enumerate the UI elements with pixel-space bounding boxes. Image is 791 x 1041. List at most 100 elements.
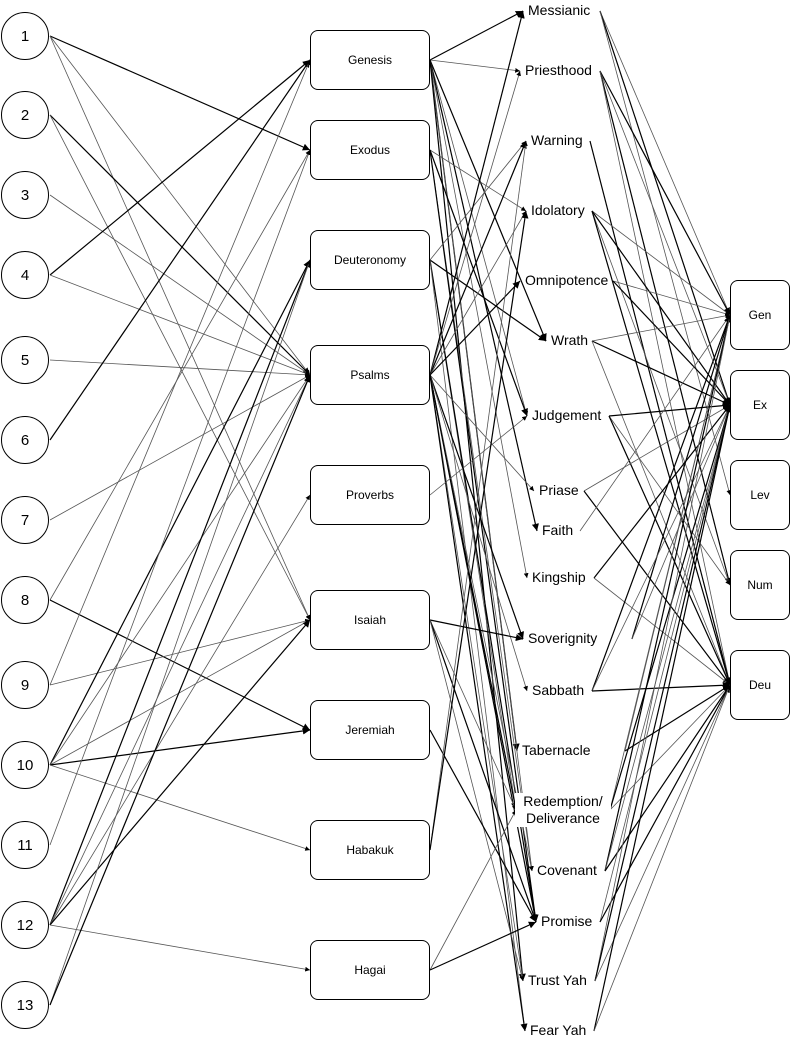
theme-label-sabbath[interactable]: Sabbath (532, 682, 585, 699)
edge-number-1-to-book-4 (49, 35, 311, 376)
edge-number-10-to-book-7 (49, 727, 311, 766)
edge-theme-5-to-target-2 (612, 280, 731, 406)
edge-theme-1-to-target-1 (599, 10, 731, 316)
edge-book-1-to-theme-6 (429, 59, 547, 342)
theme-label-priesthood[interactable]: Priesthood (525, 62, 592, 79)
edge-number-5-to-book-4 (49, 359, 311, 378)
edge-book-4-to-theme-8 (429, 374, 535, 492)
edge-theme-16-to-target-5 (599, 684, 731, 923)
edge-theme-12-to-target-1 (591, 314, 731, 692)
number-node-10[interactable]: 10 (1, 741, 49, 789)
theme-label-covenant[interactable]: Covenant (537, 862, 597, 879)
theme-label-judgement[interactable]: Judgement (532, 407, 602, 424)
edge-number-12-to-book-4 (49, 374, 311, 926)
edge-theme-18-to-target-2 (593, 404, 732, 1032)
edge-theme-2-to-target-5 (599, 70, 732, 686)
edge-book-1-to-theme-1 (429, 10, 524, 61)
target-node-lev[interactable]: Lev (730, 460, 790, 530)
edge-number-9-to-book-1 (49, 59, 311, 686)
theme-label-faith[interactable]: Faith (542, 522, 574, 539)
theme-label-idolatory[interactable]: Idolatory (531, 202, 585, 219)
number-node-1[interactable]: 1 (1, 12, 49, 60)
theme-label-fear-yah[interactable]: Fear Yah (530, 1022, 587, 1039)
target-node-deu[interactable]: Deu (730, 650, 790, 720)
edge-book-1-to-theme-2 (429, 59, 521, 73)
theme-label-trust-yah[interactable]: Trust Yah (528, 972, 587, 989)
edge-theme-1-to-target-3 (599, 10, 732, 496)
target-node-ex[interactable]: Ex (730, 370, 790, 440)
edge-book-4-to-theme-15 (429, 374, 534, 872)
edge-theme-1-to-target-2 (599, 10, 732, 406)
edge-book-1-to-theme-10 (429, 59, 529, 579)
edge-theme-5-to-target-1 (612, 280, 731, 316)
target-node-num[interactable]: Num (730, 550, 790, 620)
edge-book-2-to-theme-7 (429, 149, 528, 417)
edge-number-1-to-book-6 (49, 35, 311, 621)
edge-book-4-to-theme-16 (429, 374, 539, 923)
edge-number-10-to-book-4 (49, 374, 311, 766)
number-node-2[interactable]: 2 (1, 91, 49, 139)
edge-book-3-to-theme-6 (429, 259, 547, 342)
book-node-exodus[interactable]: Exodus (310, 120, 430, 180)
book-node-isaiah[interactable]: Isaiah (310, 590, 430, 650)
theme-label-tabernacle[interactable]: Tabernacle (522, 742, 591, 759)
edge-theme-14-to-target-2 (609, 404, 732, 811)
edge-book-3-to-theme-3 (429, 140, 527, 261)
theme-label-priase[interactable]: Priase (539, 482, 579, 499)
edge-book-4-to-theme-17 (429, 374, 525, 982)
edge-book-5-to-theme-7 (429, 415, 528, 496)
edge-number-3-to-book-4 (49, 194, 311, 376)
edge-number-1-to-book-2 (49, 35, 311, 151)
theme-label-promise[interactable]: Promise (541, 913, 593, 930)
theme-label-omnipotence[interactable]: Omnipotence (525, 272, 609, 289)
book-node-jeremiah[interactable]: Jeremiah (310, 700, 430, 760)
edge-number-13-to-book-3 (49, 259, 311, 1006)
edge-theme-11-to-target-2 (631, 404, 731, 640)
theme-label-messianic[interactable]: Messianic (528, 2, 591, 19)
edge-book-4-to-theme-1 (429, 10, 525, 376)
number-node-6[interactable]: 6 (1, 416, 49, 464)
target-node-gen[interactable]: Gen (730, 280, 790, 350)
edge-theme-9-to-target-1 (579, 314, 731, 532)
edge-number-6-to-book-1 (49, 59, 311, 441)
edge-book-4-to-theme-3 (429, 140, 527, 376)
edge-theme-4-to-target-2 (591, 210, 731, 406)
number-node-5[interactable]: 5 (1, 336, 49, 384)
edge-book-1-to-theme-7 (429, 59, 529, 417)
theme-label-warning[interactable]: Warning (531, 132, 583, 149)
edge-theme-3-to-target-5 (589, 140, 732, 686)
book-node-genesis[interactable]: Genesis (310, 30, 430, 90)
number-node-3[interactable]: 3 (1, 171, 49, 219)
number-node-4[interactable]: 4 (1, 251, 49, 299)
edge-book-8-to-theme-3 (429, 140, 528, 851)
edge-theme-4-to-target-4 (591, 210, 731, 586)
number-node-9[interactable]: 9 (1, 661, 49, 709)
edge-book-6-to-theme-16 (429, 619, 538, 923)
edge-theme-2-to-target-2 (599, 70, 731, 406)
book-node-proverbs[interactable]: Proverbs (310, 465, 430, 525)
number-node-13[interactable]: 13 (1, 981, 49, 1029)
book-node-psalms[interactable]: Psalms (310, 345, 430, 405)
theme-label-redemption-deliverance[interactable]: Redemption/Deliverance (515, 793, 611, 827)
edge-number-7-to-book-4 (49, 374, 311, 521)
edge-theme-6-to-target-2 (591, 340, 731, 406)
number-node-11[interactable]: 11 (1, 821, 49, 869)
edge-book-4-to-theme-4 (429, 210, 527, 376)
book-node-habakuk[interactable]: Habakuk (310, 820, 430, 880)
edge-theme-17-to-target-1 (594, 314, 732, 982)
edge-theme-7-to-target-2 (608, 402, 731, 417)
book-node-deuteronomy[interactable]: Deuteronomy (310, 230, 430, 290)
theme-label-kingship[interactable]: Kingship (532, 569, 586, 586)
theme-label-wrath[interactable]: Wrath (551, 332, 589, 349)
edge-theme-11-to-target-1 (631, 314, 732, 640)
edge-theme-6-to-target-5 (591, 340, 731, 686)
theme-label-soverignity[interactable]: Soverignity (528, 630, 598, 647)
number-node-7[interactable]: 7 (1, 496, 49, 544)
book-node-hagai[interactable]: Hagai (310, 940, 430, 1000)
edge-number-13-to-book-4 (49, 374, 311, 1006)
number-node-12[interactable]: 12 (1, 901, 49, 949)
edge-theme-12-to-target-5 (591, 681, 731, 692)
edge-number-4-to-book-4 (49, 274, 311, 376)
number-node-8[interactable]: 8 (1, 576, 49, 624)
edge-book-9-to-theme-16 (429, 921, 537, 971)
